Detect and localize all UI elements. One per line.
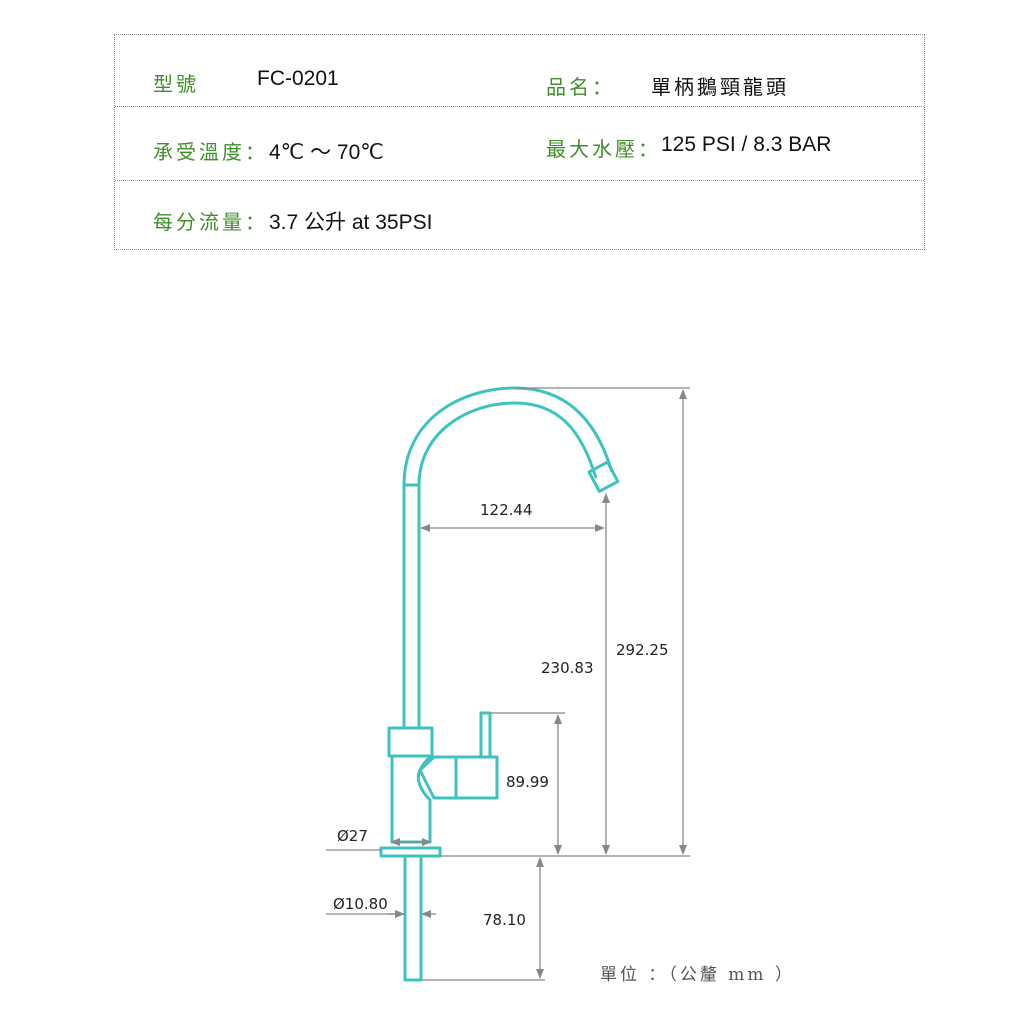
base-flange	[379, 846, 442, 858]
flow-label: 每分流量：	[153, 210, 268, 234]
spec-row-flow: 每分流量： 3.7 公升 at 35PSI	[115, 180, 924, 251]
temp-value: 4℃ ～ 70℃	[269, 141, 384, 164]
dim-label-shank-diameter: Ø10.80	[333, 895, 388, 913]
shank	[403, 856, 423, 982]
spec-table: 型號 FC-0201 品名： 單柄鵝頸龍頭 承受溫度： 4℃ ～ 70℃ 最大水…	[114, 34, 925, 250]
name-label: 品名：	[546, 75, 615, 99]
handle-connector	[418, 755, 458, 800]
dim-label-base-diameter: Ø27	[337, 827, 368, 845]
spec-row-model: 型號 FC-0201 品名： 單柄鵝頸龍頭	[115, 35, 924, 107]
dimension-lines	[326, 387, 690, 981]
dim-label-spout-height: 230.83	[541, 659, 594, 677]
faucet-outline	[379, 386, 620, 982]
spec-row-temp-pressure: 承受溫度： 4℃ ～ 70℃ 最大水壓： 125 PSI / 8.3 BAR	[115, 106, 924, 181]
gooseneck-inner	[417, 401, 598, 728]
body-main	[390, 754, 433, 844]
gooseneck-outer	[402, 386, 614, 728]
body-upper	[387, 726, 434, 758]
dim-label-shank-length: 78.10	[483, 911, 526, 929]
model-label: 型號	[153, 72, 199, 96]
model-value: FC-0201	[257, 67, 339, 90]
dim-label-total-height: 292.25	[616, 641, 669, 659]
flow-value: 3.7 公升 at 35PSI	[269, 211, 433, 234]
pressure-label: 最大水壓：	[546, 137, 661, 161]
name-value: 單柄鵝頸龍頭	[651, 75, 789, 99]
temp-label: 承受溫度：	[153, 140, 268, 164]
pressure-value: 125 PSI / 8.3 BAR	[661, 133, 832, 156]
dim-label-handle-height: 89.99	[506, 773, 549, 791]
dim-label-spout-reach: 122.44	[480, 501, 533, 519]
handle-block	[454, 755, 499, 800]
unit-note: 單位 ：（公釐 mm ）	[600, 965, 795, 985]
handle-lever	[479, 711, 492, 759]
spout-tip	[587, 460, 620, 493]
